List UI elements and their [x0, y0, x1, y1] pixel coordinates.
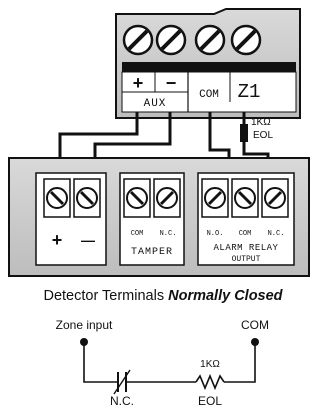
- panel-eol-resistor: [240, 124, 248, 142]
- schematic-com-label: COM: [241, 318, 269, 332]
- tamper-com-screw: [123, 178, 151, 218]
- zone-input-label: Zone input: [56, 318, 113, 332]
- detector-minus-screw: [73, 178, 101, 218]
- relay-no-label: N.O.: [207, 230, 224, 238]
- relay-com-label: COM: [239, 230, 252, 238]
- relay-nc-label: N.C.: [268, 230, 285, 238]
- panel-resistor-value: 1KΩ: [251, 117, 271, 128]
- relay-subtitle: OUTPUT: [232, 255, 261, 264]
- detector-minus-label: —: [81, 232, 95, 248]
- tamper-nc-screw: [153, 178, 181, 218]
- tamper-com-label: COM: [131, 230, 144, 238]
- relay-com-screw: [231, 178, 259, 218]
- schematic-resistor-value: 1KΩ: [200, 359, 220, 370]
- aux-minus-label: −: [166, 73, 177, 93]
- detector-plus-label: +: [52, 230, 63, 250]
- com-terminal: [251, 338, 259, 346]
- tamper-nc-label: N.C.: [160, 230, 177, 238]
- relay-no-screw: [201, 178, 229, 218]
- detector-plus-screw: [43, 178, 71, 218]
- relay-nc-screw: [261, 178, 289, 218]
- panel-com-label: COM: [199, 89, 219, 101]
- aux-plus-label: +: [133, 73, 144, 93]
- com-screw: [194, 24, 226, 56]
- caption-emphasis: Normally Closed: [168, 288, 284, 304]
- z1-screw: [230, 24, 262, 56]
- aux-plus-screw: [122, 24, 154, 56]
- z1-label: Z1: [238, 81, 261, 103]
- relay-title: ALARM RELAY: [214, 243, 279, 253]
- schematic-resistor-name: EOL: [198, 394, 222, 408]
- aux-label: AUX: [144, 98, 167, 110]
- schematic-circuit: [83, 342, 256, 395]
- aux-minus-screw: [155, 24, 187, 56]
- caption-normal: Detector Terminals: [43, 288, 168, 304]
- tamper-title: TAMPER: [131, 247, 173, 258]
- caption: Detector Terminals Normally Closed: [43, 288, 283, 304]
- zone-input-terminal: [80, 338, 88, 346]
- panel-resistor-name: EOL: [253, 130, 273, 141]
- schematic-nc-label: N.C.: [110, 394, 134, 408]
